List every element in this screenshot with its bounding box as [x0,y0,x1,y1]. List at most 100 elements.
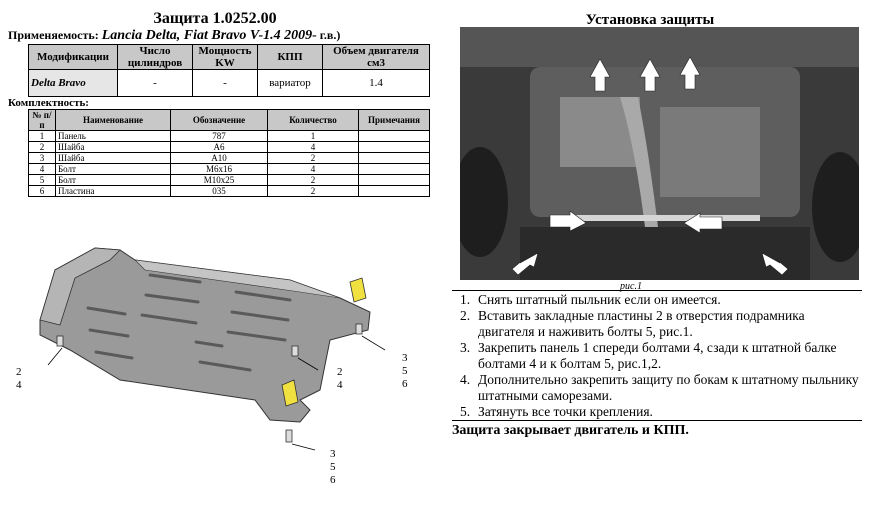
header-index: № п/п [28,109,56,131]
step-number: 2. [460,308,471,323]
photo-caption: рис.1 [620,281,642,292]
leader-lines [47,335,386,451]
callout-group-c: 3 5 6 [402,352,408,391]
cell-qty: 4 [267,141,359,153]
table-row: 3 Шайба А10 2 [28,152,430,164]
step-text: Снять штатный пыльник если он имеется. [478,292,721,307]
cell-notes [358,185,430,197]
list-item: 1. Снять штатный пыльник если он имеется. [456,292,862,308]
header-gearbox: КПП [257,44,323,70]
callout-label: 6 [330,474,336,486]
step-number: 5. [460,404,471,419]
document-title: Защита 1.0252.00 [153,10,277,27]
modifications-row: Delta Bravo - - вариатор 1.4 [28,69,430,97]
header-cylinders: Число цилиндров [117,44,193,70]
applicability-line: Применяемость: Lancia Delta, Fiat Bravo … [8,28,340,44]
step-text: Закрепить панель 1 спереди болтами 4, сз… [478,340,837,371]
header-modification: Модификации [28,44,118,70]
step-number: 3. [460,340,471,355]
parts-header-row: № п/п Наименование Обозначение Количеств… [28,109,430,131]
callout-label: 6 [402,378,408,390]
mounting-plate-rear [281,379,299,407]
cell-cylinders: - [117,69,193,97]
step-number: 4. [460,372,471,387]
cell-notes [358,130,430,142]
divider-top [452,290,862,291]
cell-index: 6 [28,185,56,197]
cell-notes [358,163,430,175]
callout-group-d: 3 5 6 [330,448,336,487]
header-qty: Количество [267,109,359,131]
cell-index: 5 [28,174,56,186]
step-text: Вставить закладные пластины 2 в отверсти… [478,308,805,339]
callout-label: 5 [402,365,408,377]
list-item: 2. Вставить закладные пластины 2 в отверс… [456,308,862,340]
installation-photo [460,27,859,280]
stiffening-ribs [86,273,292,372]
cell-power: - [192,69,258,97]
cell-code: А10 [170,152,268,164]
header-displacement: Объем двигателя см3 [322,44,430,70]
header-name: Наименование [55,109,171,131]
callout-label: 3 [402,352,408,364]
cell-name: Болт [55,174,171,186]
photo-arrows [511,56,789,276]
step-text: Затянуть все точки крепления. [478,404,653,419]
cell-index: 4 [28,163,56,175]
callout-label: 5 [330,461,336,473]
step-number: 1. [460,292,471,307]
table-row: 5 Болт М10х25 2 [28,174,430,186]
cell-notes [358,174,430,186]
cell-code: М10х25 [170,174,268,186]
callout-label: 4 [16,379,22,391]
header-power: Мощность KW [192,44,258,70]
cell-name: Шайба [55,152,171,164]
cell-name: Панель [55,130,171,142]
header-notes: Примечания [358,109,430,131]
callout-label: 3 [330,448,336,460]
cell-displacement: 1.4 [322,69,430,97]
table-row: 2 Шайба А6 4 [28,141,430,153]
cell-qty: 4 [267,163,359,175]
installation-title: Установка защиты [585,12,715,28]
table-row: 6 Пластина 035 2 [28,185,430,197]
list-item: 4. Дополнительно закрепить защиту по бока… [456,372,862,404]
cell-code: А6 [170,141,268,153]
table-row: 1 Панель 787 1 [28,130,430,142]
cell-name: Болт [55,163,171,175]
parts-table: № п/п Наименование Обозначение Количеств… [28,109,430,197]
cell-code: М6х16 [170,163,268,175]
cell-qty: 2 [267,185,359,197]
coverage-note: Защита закрывает двигатель и КПП. [452,423,689,438]
cell-qty: 2 [267,152,359,164]
applicability-model: Lancia Delta, Fiat Bravo V-1.4 2009- [101,28,317,43]
installation-steps: 1. Снять штатный пыльник если он имеется.… [456,292,862,420]
list-item: 5. Затянуть все точки крепления. [456,404,862,420]
divider-bottom [452,420,862,421]
cell-index: 1 [28,130,56,142]
cell-gearbox: вариатор [257,69,323,97]
modifications-table: Модификации Число цилиндров Мощность KW … [28,44,430,97]
komplekt-label: Комплектность: [8,97,89,109]
skid-plate-drawing [39,247,386,451]
photo-illustration [460,27,859,280]
cell-notes [358,141,430,153]
callout-label: 2 [16,366,22,378]
cell-qty: 1 [267,130,359,142]
cell-index: 3 [28,152,56,164]
step-text: Дополнительно закрепить защиту по бокам … [478,372,859,403]
applicability-label: Применяемость: [8,28,99,42]
mounting-plate-front [349,277,367,303]
table-row: 4 Болт М6х16 4 [28,163,430,175]
skid-plate-panel [39,247,371,423]
cell-modification: Delta Bravo [28,69,118,97]
bolts [56,323,363,443]
callout-group-a: 2 4 [16,366,22,392]
callout-group-b: 2 4 [337,366,343,392]
callout-label: 4 [337,379,343,391]
applicability-suffix: г.в.) [319,28,341,42]
cell-notes [358,152,430,164]
cell-name: Шайба [55,141,171,153]
callout-label: 2 [337,366,343,378]
list-item: 3. Закрепить панель 1 спереди болтами 4, … [456,340,862,372]
